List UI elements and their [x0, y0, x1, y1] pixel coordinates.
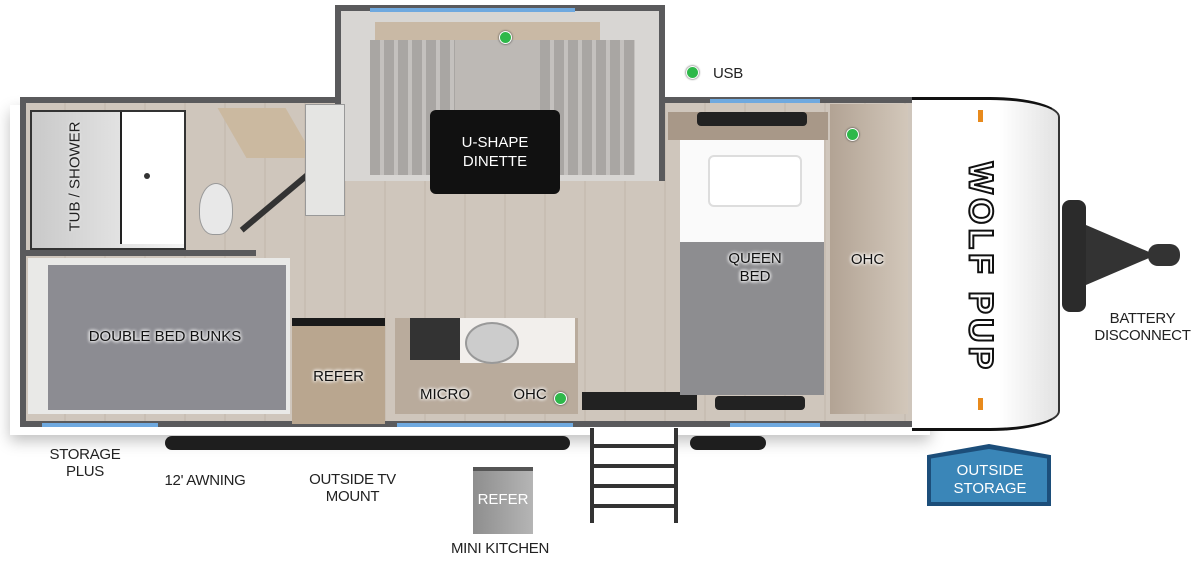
ohc-front-label: OHC	[850, 251, 885, 268]
micro-label: MICRO	[420, 386, 470, 403]
mini-kitchen-refer	[473, 467, 533, 534]
shower-glass	[120, 112, 184, 244]
window	[730, 423, 820, 427]
usb-dot	[686, 66, 699, 79]
bathroom-wall	[26, 250, 256, 256]
toilet-icon	[199, 183, 233, 235]
bunk-mattress	[48, 265, 286, 410]
window	[710, 99, 820, 103]
outside-storage-badge-inner	[931, 449, 1047, 502]
wall-cabinet	[697, 112, 807, 126]
storage-plus-label: STORAGE PLUS	[49, 446, 121, 480]
window	[42, 423, 158, 427]
window	[370, 8, 575, 12]
tub-shower-label: TUB / SHOWER	[66, 121, 84, 232]
hitch-coupler	[1148, 244, 1180, 266]
mini-refer-label: REFER	[477, 491, 529, 508]
refer-label: REFER	[313, 368, 364, 385]
dinette-seat-back	[375, 22, 600, 40]
dinette-label: U-SHAPE DINETTE	[461, 134, 529, 170]
partition-wall	[305, 104, 345, 216]
mini-kitchen-label: MINI KITCHEN	[450, 540, 550, 557]
marker-light	[978, 398, 983, 410]
usb-dot	[499, 31, 512, 44]
dinette-bench-back	[455, 40, 540, 110]
window	[397, 423, 573, 427]
outside-storage-label: OUTSIDE STORAGE	[953, 462, 1027, 497]
entry-step-plate	[582, 392, 697, 410]
usb-dot	[554, 392, 567, 405]
sink-basin	[465, 322, 519, 364]
usb-label: USB	[713, 65, 743, 82]
front-cap	[912, 97, 1060, 431]
wolf-pup-logo: WOLF PUP	[961, 161, 1001, 374]
a-frame-hitch	[1086, 225, 1156, 285]
usb-dot	[846, 128, 859, 141]
tongue-jack	[1062, 200, 1086, 312]
awning-label: 12' AWNING	[164, 472, 246, 489]
awning-bar	[165, 436, 570, 450]
pillow	[708, 155, 802, 207]
dinette-table	[430, 110, 560, 194]
tv-mount-label: OUTSIDE TV MOUNT	[309, 471, 396, 505]
drain-icon	[144, 173, 150, 179]
awning-bar-front	[690, 436, 766, 450]
queen-bed-label: QUEEN BED	[728, 250, 782, 285]
entry-steps	[590, 428, 678, 523]
wardrobe	[830, 104, 908, 414]
refer	[292, 318, 385, 424]
bunks-label: DOUBLE BED BUNKS	[88, 328, 242, 345]
marker-light	[978, 110, 983, 122]
stove	[410, 318, 460, 360]
bed-step	[715, 396, 805, 410]
battery-disconnect-label: BATTERY DISCONNECT	[1094, 310, 1191, 344]
ohc-kitchen-label: OHC	[513, 386, 547, 403]
